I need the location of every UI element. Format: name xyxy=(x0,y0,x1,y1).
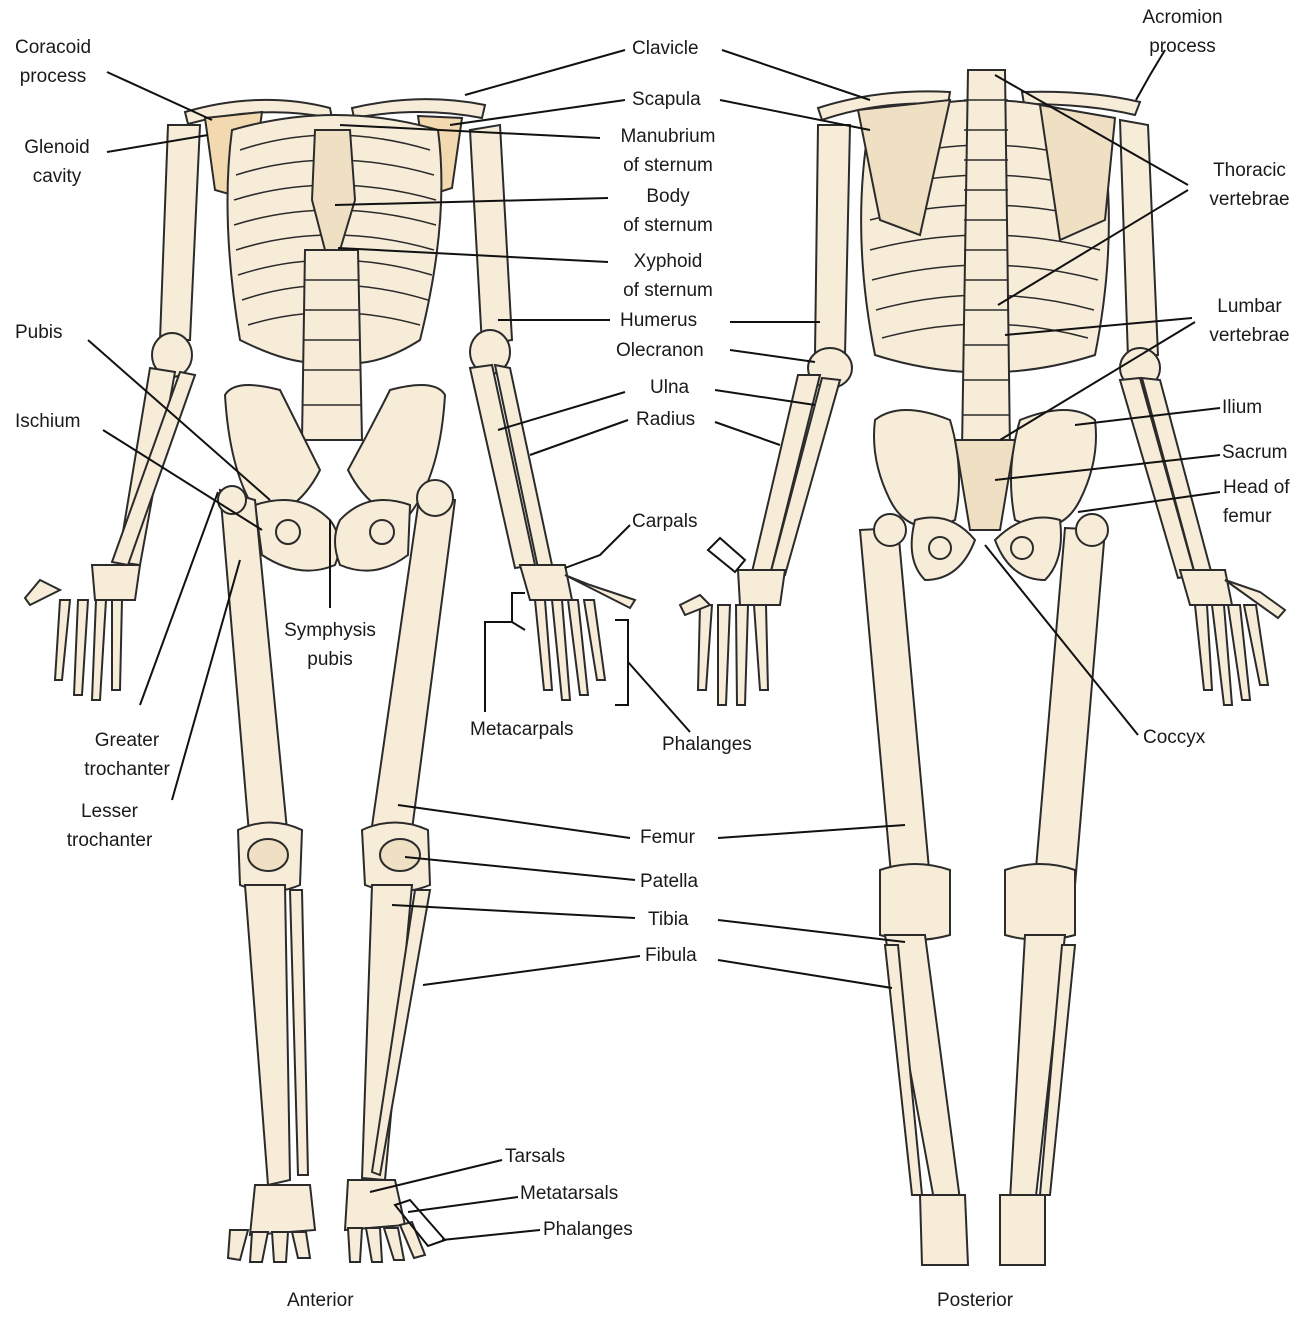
label-thoracic-vertebrae-line2: vertebrae xyxy=(1209,189,1290,210)
label-coracoid-process-line2: process xyxy=(19,66,87,87)
label-manubrium-line2: of sternum xyxy=(623,155,713,176)
label-thoracic-vertebrae: Thoracic vertebrae xyxy=(1192,156,1307,214)
label-lumbar-vertebrae: Lumbar vertebrae xyxy=(1192,292,1307,350)
label-lumbar-vertebrae-line1: Lumbar xyxy=(1217,296,1282,317)
label-tarsals: Tarsals xyxy=(505,1146,566,1167)
view-label-posterior: Posterior xyxy=(937,1290,1014,1311)
label-symphysis-pubis: Symphysis pubis xyxy=(268,616,392,674)
label-lesser-trochanter: Lesser trochanter xyxy=(52,797,167,855)
label-scapula: Scapula xyxy=(632,89,701,110)
view-label-anterior: Anterior xyxy=(287,1290,354,1311)
label-head-of-femur-line2: femur xyxy=(1223,506,1272,527)
label-manubrium: Manubrium of sternum xyxy=(598,122,738,180)
label-glenoid-cavity-line2: cavity xyxy=(32,166,82,187)
label-acromion-process-line1: Acromion xyxy=(1142,7,1223,28)
leader-lines xyxy=(87,49,1221,1248)
label-metacarpals: Metacarpals xyxy=(470,719,574,740)
label-head-of-femur-line1: Head of xyxy=(1223,477,1290,498)
label-metatarsals: Metatarsals xyxy=(520,1183,619,1204)
label-ilium: Ilium xyxy=(1222,397,1263,418)
label-xyphoid-line1: Xyphoid xyxy=(633,251,703,272)
label-coccyx: Coccyx xyxy=(1143,727,1206,748)
label-greater-trochanter: Greater trochanter xyxy=(72,726,182,784)
label-glenoid-cavity: Glenoid cavity xyxy=(12,133,102,191)
label-radius: Radius xyxy=(636,409,696,430)
label-tibia: Tibia xyxy=(648,909,689,930)
label-body-of-sternum-line2: of sternum xyxy=(623,215,713,236)
label-acromion-process-line2: process xyxy=(1149,36,1216,57)
label-fibula: Fibula xyxy=(645,945,697,966)
label-body-of-sternum: Body of sternum xyxy=(598,182,738,240)
label-ischium: Ischium xyxy=(15,411,81,432)
label-ulna: Ulna xyxy=(650,377,690,398)
label-coracoid-process-line1: Coracoid xyxy=(14,37,92,58)
label-greater-trochanter-line1: Greater xyxy=(94,730,160,751)
label-xyphoid: Xyphoid of sternum xyxy=(598,247,738,305)
label-glenoid-cavity-line1: Glenoid xyxy=(24,137,90,158)
label-head-of-femur: Head of femur xyxy=(1223,473,1290,531)
label-thoracic-vertebrae-line1: Thoracic xyxy=(1213,160,1286,181)
label-phalanges-foot: Phalanges xyxy=(543,1219,633,1240)
label-xyphoid-line2: of sternum xyxy=(623,280,713,301)
label-symphysis-pubis-line2: pubis xyxy=(307,649,353,670)
label-lumbar-vertebrae-line2: vertebrae xyxy=(1209,325,1290,346)
label-clavicle: Clavicle xyxy=(632,38,699,59)
label-acromion-process: Acromion process xyxy=(1125,3,1240,61)
label-body-of-sternum-line1: Body xyxy=(646,186,690,207)
label-symphysis-pubis-line1: Symphysis xyxy=(284,620,376,641)
label-humerus: Humerus xyxy=(620,310,698,331)
label-phalanges-hand: Phalanges xyxy=(662,734,752,755)
label-olecranon: Olecranon xyxy=(616,340,704,361)
label-coracoid-process: Coracoid process xyxy=(0,33,106,91)
label-femur: Femur xyxy=(640,827,695,848)
label-patella: Patella xyxy=(640,871,699,892)
label-greater-trochanter-line2: trochanter xyxy=(84,759,170,780)
label-lesser-trochanter-line1: Lesser xyxy=(80,801,139,822)
label-sacrum: Sacrum xyxy=(1222,442,1288,463)
anterior-skeleton xyxy=(23,98,637,1263)
label-carpals: Carpals xyxy=(632,511,698,532)
label-pubis: Pubis xyxy=(15,322,63,343)
label-lesser-trochanter-line2: trochanter xyxy=(66,830,153,851)
posterior-skeleton xyxy=(678,69,1287,1266)
label-manubrium-line1: Manubrium xyxy=(620,126,716,147)
